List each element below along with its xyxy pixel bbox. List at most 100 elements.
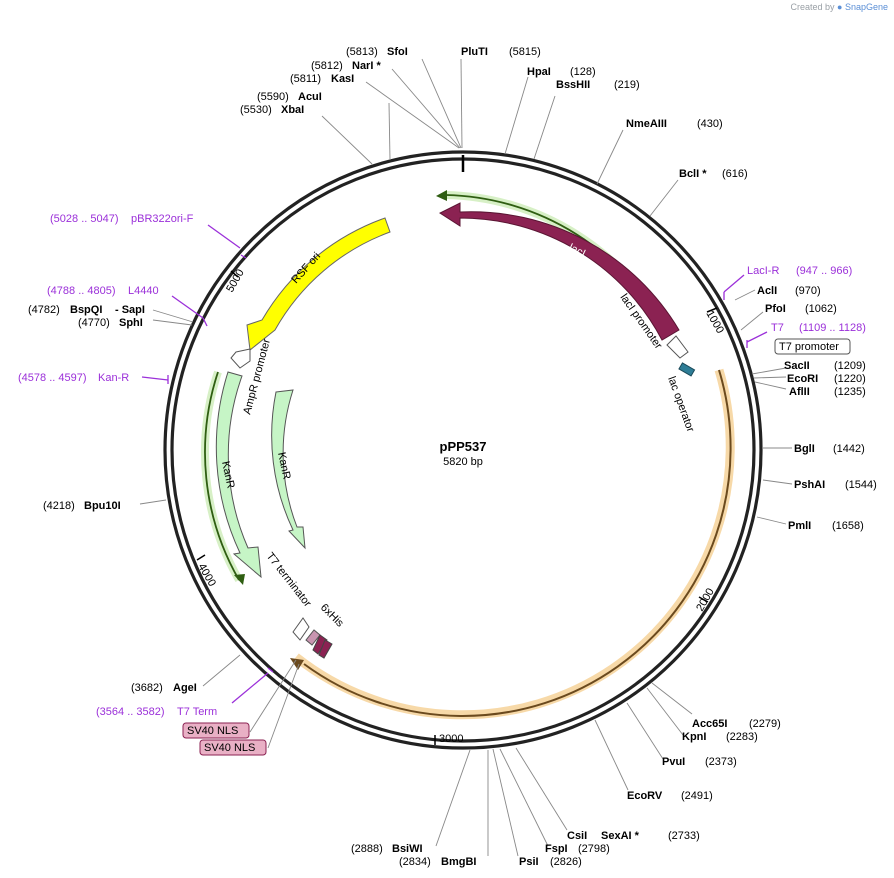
sphi-pos: (4770) [78,317,110,329]
primer-lines [141,224,768,704]
sixhis-small-b [312,634,328,655]
ruler-tick-1000 [706,307,718,313]
orf-arc-line [303,369,732,717]
nari-name: NarI * [352,60,381,72]
acc65i-name: Acc65I [692,718,727,730]
bsiwi-pos: (2888) [351,843,383,855]
sv40-nls-label-a: SV40 NLS [187,725,238,737]
fspi-name: FspI [545,843,568,855]
bspqi-pos: (4782) [28,304,60,316]
fspi-pos: (2798) [578,843,610,855]
credit-brand: SnapGene [844,2,888,12]
laci-feature: lacI [438,202,680,341]
pshai-name: PshAI [794,479,825,491]
sixhis-label: 6xHis [318,602,346,630]
ecorv-pos: (2491) [681,790,713,802]
kasi-name: KasI [331,73,354,85]
bsshii-name: BssHII [556,79,590,91]
laci-green-arrowhead [436,190,447,201]
bgli-pos: (1442) [833,443,865,455]
hpai-pos: (128) [570,66,596,78]
l4440-range: (4788 .. 4805) [47,285,116,297]
orf-arrowhead [290,658,304,670]
pfoi-pos: (1062) [805,303,837,315]
ruler-label-3000: 3000 [439,733,463,745]
xbai-pos: (5530) [240,104,272,116]
ruler-tick-4000 [196,554,206,561]
psii-name: PsiI [519,856,539,868]
pbr322-name: pBR322ori-F [131,213,194,225]
plasmid-name: pPP537 [440,439,487,454]
ampr-promoter-label: AmpR promoter [241,337,273,415]
t7-terminator-arrow [292,617,310,641]
l4440-name: L4440 [128,285,159,297]
laci-arrow [438,202,680,341]
t7-primer-name: T7 [771,322,784,334]
sphi-name: SphI [119,317,143,329]
xbai-name: XbaI [281,104,304,116]
credit-prefix: Created by [790,2,835,12]
snapgene-credit: Created by ● SnapGene [790,2,888,12]
orf-arc [290,368,735,720]
pluti-name: PluTI [461,46,488,58]
pvui-pos: (2373) [705,756,737,768]
plasmid-length: 5820 bp [443,456,483,468]
pshai-pos: (1544) [845,479,877,491]
t7-terminator-label: T7 terminator [264,550,314,609]
aflii-pos: (1235) [834,386,866,398]
kanr-inner-label: KanR [275,451,292,480]
kanr-outer-feature: KanR [215,371,262,579]
pbr322-range: (5028 .. 5047) [50,213,119,225]
bmgbi-pos: (2834) [399,856,431,868]
ruler-tick-2000 [698,596,709,603]
ruler-label-5000: 5000 [224,267,247,294]
aflii-name: AflII [789,386,810,398]
kanr-primer-range: (4578 .. 4597) [18,372,87,384]
kanr-inner-feature: KanR [271,389,306,550]
nmeaiii-name: NmeAIII [626,118,667,130]
agei-pos: (3682) [131,682,163,694]
psii-pos: (2826) [550,856,582,868]
bspqi-name: BspQI [70,304,102,316]
lac-operator-box [678,362,696,377]
t7term-range: (3564 .. 3582) [96,706,165,718]
leader-lines [139,58,793,857]
ecorv-name: EcoRV [627,790,663,802]
acui-name: AcuI [298,91,322,103]
kanr-inner-arrow [271,389,306,550]
bpu10i-name: Bpu10I [84,500,121,512]
rsf-ori-feature: RSF ori [246,217,391,351]
sacii-name: SacII [784,360,810,372]
acli-pos: (970) [795,285,821,297]
laci-r-name: LacI-R [747,265,779,277]
bpu10i-pos: (4218) [43,500,75,512]
pluti-pos: (5815) [509,46,541,58]
kpni-name: KpnI [682,731,706,743]
kanr-primer-name: Kan-R [98,372,129,384]
bmgbi-name: BmgBI [441,856,476,868]
sv40-nls-label-b: SV40 NLS [204,742,255,754]
kpni-pos: (2283) [726,731,758,743]
ruler-label-1000: 1000 [703,309,726,336]
sfoi-name: SfoI [387,46,408,58]
ampr-promoter-arrow [230,348,251,369]
hpai-name: HpaI [527,66,551,78]
lac-operator-label: lac operator [665,375,696,434]
agei-name: AgeI [173,682,197,694]
kanr-outer-arrow [215,371,262,579]
bsiwi-name: BsiWI [392,843,423,855]
bgli-name: BglI [794,443,815,455]
sapi-name: - SapI [115,304,145,316]
ecori-name: EcoRI [787,373,818,385]
kanr-green-arc [201,370,245,585]
t7term-name: T7 Term [177,706,217,718]
sv40-nls-box-b [199,739,267,756]
kasi-pos: (5811) [290,73,321,85]
sacii-pos: (1209) [834,360,866,372]
sexai-name: SexAI * [601,830,640,842]
t7-primer-range: (1109 .. 1128) [799,322,866,334]
bsshii-pos: (219) [614,79,640,91]
bcli-pos: (616) [722,168,748,180]
laci-r-range: (947 .. 966) [796,265,852,277]
